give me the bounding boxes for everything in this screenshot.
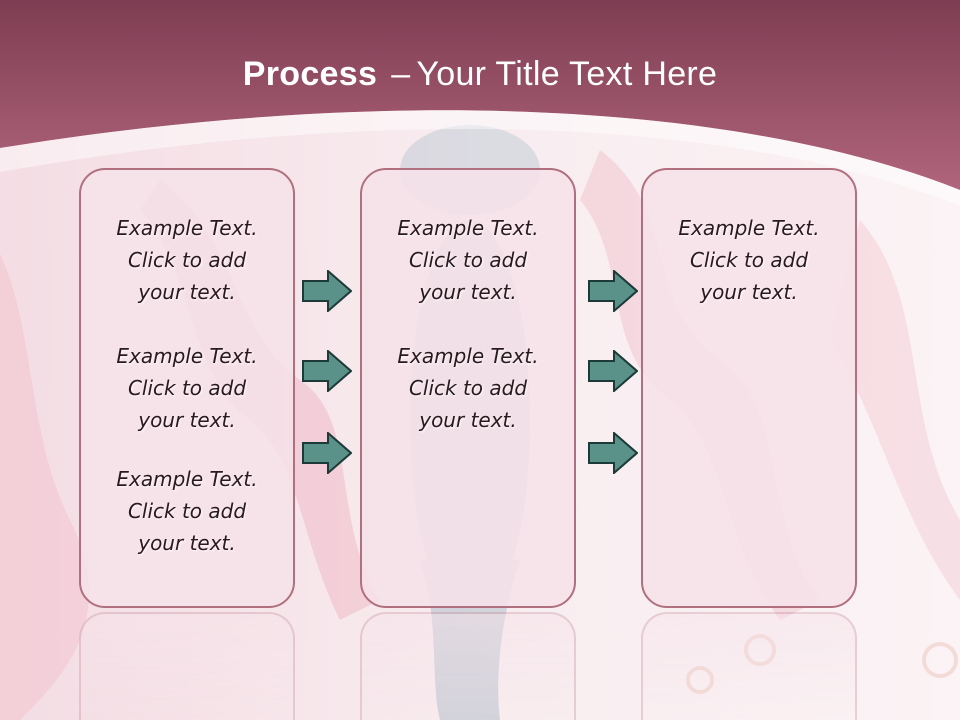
text-line: Example Text.: [397, 344, 539, 368]
right-arrow-icon[interactable]: [588, 270, 638, 312]
text-line: Example Text.: [116, 467, 258, 491]
text-line: your text.: [419, 408, 517, 432]
right-arrow-icon[interactable]: [302, 270, 352, 312]
text-line: Click to add: [127, 248, 247, 272]
text-line: Click to add: [127, 376, 247, 400]
text-line: your text.: [138, 280, 236, 304]
text-line: Example Text.: [116, 344, 258, 368]
placeholder-text[interactable]: Example Text. Click to add your text.: [81, 212, 293, 308]
title-separator: –: [391, 55, 411, 93]
right-arrow-icon[interactable]: [302, 432, 352, 474]
placeholder-text[interactable]: Example Text. Click to add your text.: [362, 340, 574, 436]
placeholder-text[interactable]: Example Text. Click to add your text.: [81, 463, 293, 559]
text-line: Click to add: [689, 248, 809, 272]
placeholder-text[interactable]: Example Text. Click to add your text.: [362, 212, 574, 308]
process-box-3[interactable]: Example Text. Click to add your text.: [641, 168, 857, 608]
text-line: your text.: [700, 280, 798, 304]
right-arrow-icon[interactable]: [588, 350, 638, 392]
panel-reflection-2: [360, 612, 576, 720]
title-rest: Your Title Text Here: [416, 55, 718, 93]
panel-reflection-1: [79, 612, 295, 720]
slide-title[interactable]: Process–Your Title Text Here: [0, 52, 960, 96]
panel-reflection-3: [641, 612, 857, 720]
text-line: Example Text.: [397, 216, 539, 240]
text-line: Click to add: [408, 248, 528, 272]
text-line: Example Text.: [116, 216, 258, 240]
text-line: Click to add: [127, 499, 247, 523]
right-arrow-icon[interactable]: [588, 432, 638, 474]
right-arrow-icon[interactable]: [302, 350, 352, 392]
process-box-1[interactable]: Example Text. Click to add your text. Ex…: [79, 168, 295, 608]
placeholder-text[interactable]: Example Text. Click to add your text.: [643, 212, 855, 308]
text-line: your text.: [138, 408, 236, 432]
text-line: your text.: [419, 280, 517, 304]
title-bold-part: Process: [242, 55, 378, 93]
text-line: Example Text.: [678, 216, 820, 240]
process-box-2[interactable]: Example Text. Click to add your text. Ex…: [360, 168, 576, 608]
text-line: Click to add: [408, 376, 528, 400]
placeholder-text[interactable]: Example Text. Click to add your text.: [81, 340, 293, 436]
text-line: your text.: [138, 531, 236, 555]
